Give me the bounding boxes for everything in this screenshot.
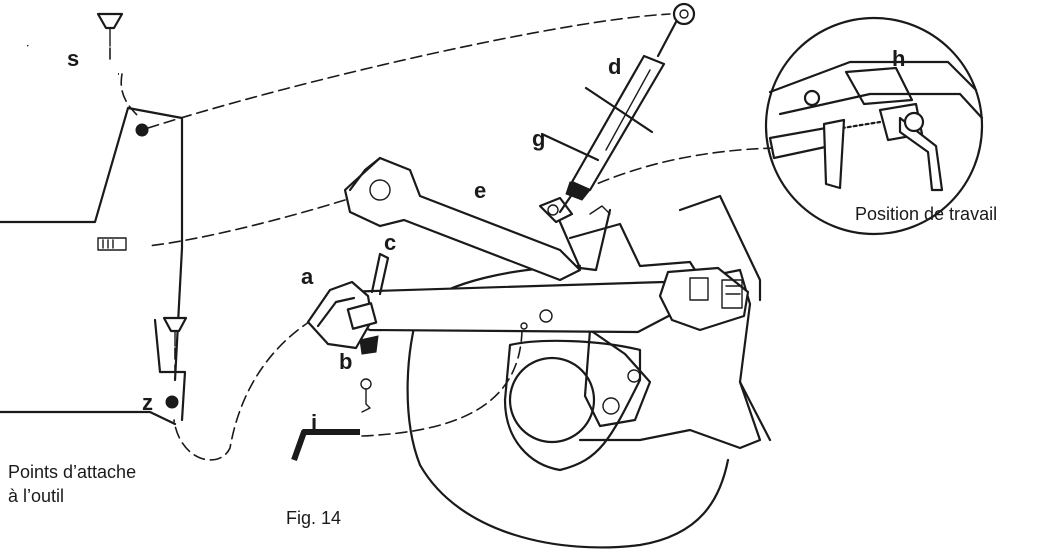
lower-link-hook xyxy=(306,252,750,355)
label-b: b xyxy=(339,349,352,374)
lower-attach-point-z xyxy=(165,395,179,409)
implement-frame xyxy=(0,106,187,426)
label-g: g xyxy=(532,126,545,151)
top-link-d xyxy=(540,2,696,214)
upper-attach-point xyxy=(135,123,149,137)
figure-number: Fig. 14 xyxy=(286,508,341,528)
label-s: s xyxy=(67,46,79,71)
lift-link-e xyxy=(343,156,612,282)
pin-s xyxy=(26,44,120,76)
part-labels: s a b c d e g h i z xyxy=(67,46,905,435)
label-e: e xyxy=(474,178,486,203)
knob-pin-top xyxy=(96,12,124,61)
caption-position-de-travail: Position de travail xyxy=(855,204,997,224)
captions: Position de travail Points d’attache à l… xyxy=(8,204,997,528)
label-a: a xyxy=(301,264,314,289)
spring-clip xyxy=(360,378,372,413)
label-h: h xyxy=(892,46,905,71)
caption-points-attache-line2: à l’outil xyxy=(8,486,64,506)
label-c: c xyxy=(384,230,396,255)
pin-i xyxy=(291,429,360,462)
tractor-housing xyxy=(568,194,772,450)
dashed-guides xyxy=(120,13,776,461)
link-slot-marks xyxy=(97,237,127,251)
caption-points-attache-line1: Points d’attache xyxy=(8,462,136,482)
knob-pin-bottom xyxy=(162,316,188,373)
detail-circle-h xyxy=(764,16,984,236)
label-i: i xyxy=(311,410,317,435)
label-z: z xyxy=(142,390,153,415)
label-d: d xyxy=(608,54,621,79)
